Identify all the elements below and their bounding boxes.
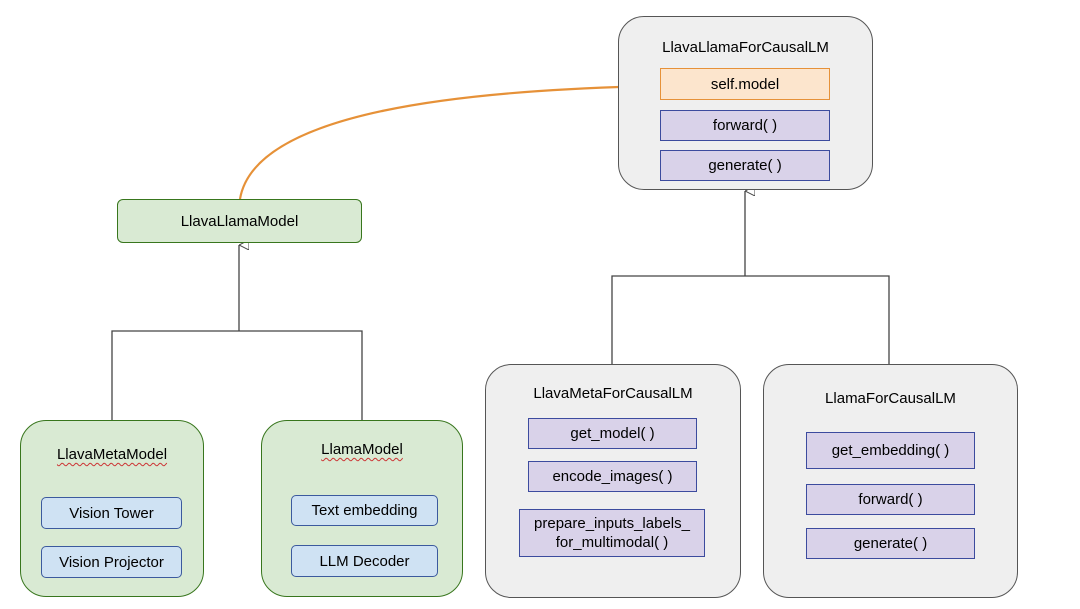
llava-llama-model-class: LlavaLlamaModel (117, 199, 362, 243)
llama-generate-method: generate( ) (806, 528, 975, 559)
inherit-branch-left (111, 245, 363, 420)
generate-method: generate( ) (660, 150, 830, 181)
encode-images-method: encode_images( ) (528, 461, 697, 492)
self-model-attribute: self.model (660, 68, 830, 100)
llama-for-causal-lm-title: LlamaForCausalLM (825, 390, 956, 407)
llama-for-causal-lm-class: LlamaForCausalLM (763, 364, 1018, 598)
llava-meta-for-causal-lm-title: LlavaMetaForCausalLM (533, 385, 693, 402)
self-model-arrow (238, 80, 657, 200)
llama-forward-method: forward( ) (806, 484, 975, 515)
prepare-inputs-labels-method: prepare_inputs_labels_ for_multimodal( ) (519, 509, 705, 557)
llm-decoder-item: LLM Decoder (291, 545, 438, 577)
inherit-branch-right (611, 191, 890, 365)
get-model-method: get_model( ) (528, 418, 697, 449)
text-embedding-item: Text embedding (291, 495, 438, 526)
forward-method: forward( ) (660, 110, 830, 141)
get-embedding-method: get_embedding( ) (806, 432, 975, 469)
llava-llama-for-causal-lm-title: LlavaLlamaForCausalLM (662, 39, 829, 56)
vision-projector-item: Vision Projector (41, 546, 182, 578)
llama-model-title: LlamaModel (321, 441, 403, 458)
vision-tower-item: Vision Tower (41, 497, 182, 529)
llava-meta-model-title: LlavaMetaModel (56, 446, 168, 463)
